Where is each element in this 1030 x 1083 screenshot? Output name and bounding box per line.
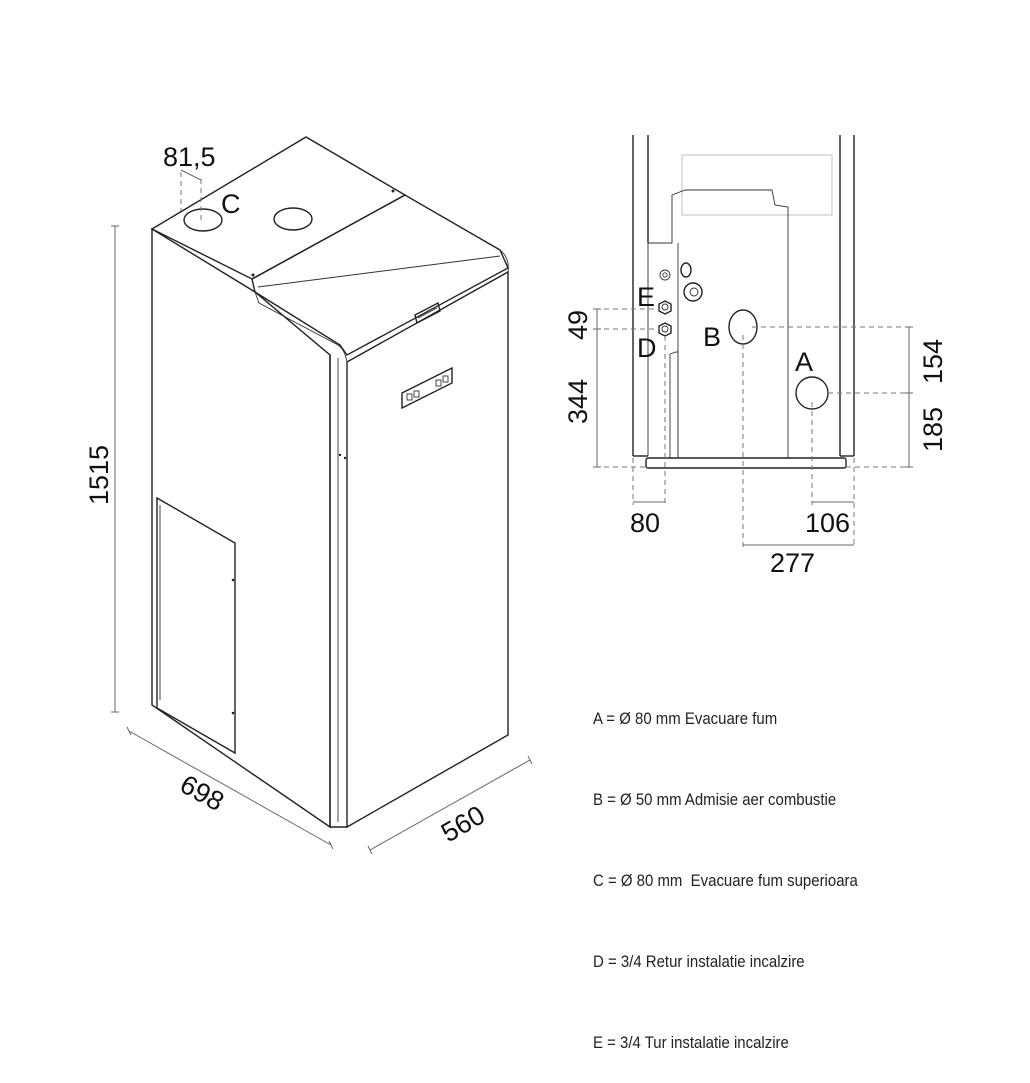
fitting-d — [658, 322, 672, 337]
dim-e-to-d-text: 49 — [563, 310, 593, 340]
rear-connection-view: E D B A 49 344 154 185 80 106 27 — [563, 135, 948, 578]
dimension-height: 1515 — [84, 225, 119, 713]
control-panel — [401, 366, 453, 410]
dim-width-text: 560 — [436, 800, 490, 849]
legend-item-b: B = Ø 50 mm Admisie aer combustie — [593, 790, 837, 809]
label-d: D — [637, 333, 657, 363]
flue-hole-top — [273, 207, 313, 231]
dim-flue-offset-text: 81,5 — [163, 142, 216, 172]
flue-hole-c — [183, 208, 223, 232]
left-side-face — [151, 227, 331, 829]
label-e: E — [637, 282, 655, 312]
legend-item-c: C = Ø 80 mm Evacuare fum superioara — [593, 871, 858, 890]
lid-handle — [414, 301, 441, 325]
isometric-boiler-view: 81,5 C 1515 698 560 — [84, 136, 533, 855]
dimension-width: 560 — [367, 755, 533, 855]
fitting-e — [658, 269, 672, 315]
legend-item-e: E = 3/4 Tur instalatie incalzire — [593, 1033, 789, 1052]
label-a: A — [795, 347, 813, 377]
access-door — [156, 496, 236, 755]
dim-a-height-text: 185 — [918, 407, 948, 452]
dim-d-from-side-text: 80 — [630, 508, 660, 538]
legend-item-a: A = Ø 80 mm Evacuare fum — [593, 709, 778, 728]
dim-depth-text: 698 — [175, 769, 229, 817]
label-c: C — [221, 189, 241, 219]
dimension-depth: 698 — [126, 726, 334, 850]
dim-a-from-side-text: 106 — [805, 508, 850, 538]
connections-legend: A = Ø 80 mm Evacuare fum B = Ø 50 mm Adm… — [593, 651, 858, 1083]
dimension-flue-offset: 81,5 — [163, 142, 216, 220]
front-face — [346, 270, 509, 829]
dim-d-height-text: 344 — [563, 379, 593, 424]
dim-height-text: 1515 — [84, 445, 114, 505]
label-b: B — [703, 322, 721, 352]
technical-drawing: 81,5 C 1515 698 560 — [84, 135, 948, 855]
legend-item-d: D = 3/4 Retur instalatie incalzire — [593, 952, 805, 971]
dim-a-to-b-text: 154 — [918, 339, 948, 384]
top-front-lid — [251, 194, 509, 356]
dim-b-from-side-text: 277 — [770, 548, 815, 578]
